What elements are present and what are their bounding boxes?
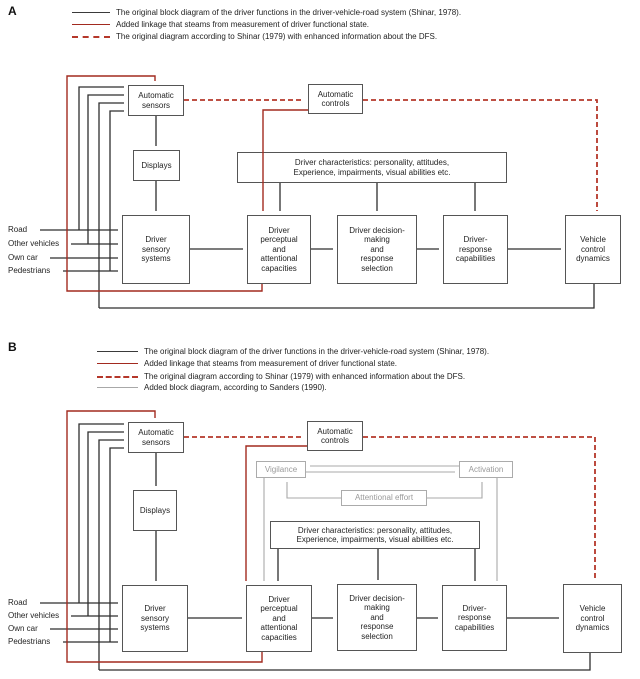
- legend-text: The original diagram according to Shinar…: [116, 32, 438, 41]
- box-displays-a: Displays: [133, 150, 180, 181]
- box-driver-sensory-systems-a: Driver sensory systems: [122, 215, 190, 284]
- panel-b-red-dashed-lines: [184, 436, 596, 580]
- box-driver-decision-a: Driver decision- making and response sel…: [337, 215, 417, 284]
- gray-attentional-effort-to-vigilance: [286, 482, 341, 499]
- arrow-own-car-to-automatic-sensors-b: [98, 439, 124, 670]
- box-displays-b: Displays: [133, 490, 177, 531]
- input-label-own-car-b: Own car: [8, 624, 38, 633]
- legend-line-red-icon: [97, 363, 138, 364]
- box-automatic-sensors-b: Automatic sensors: [128, 422, 184, 453]
- legend-row-b4: Added block diagram, according to Sander…: [97, 382, 327, 393]
- dashed-controls-to-vehicle-b: [363, 436, 596, 580]
- legend-text: The original diagram according to Shinar…: [144, 372, 466, 381]
- box-driver-decision-b: Driver decision- making and response sel…: [337, 584, 417, 651]
- box-automatic-sensors-a: Automatic sensors: [128, 85, 184, 116]
- legend-row-a2: Added linkage that steams from measureme…: [72, 19, 369, 30]
- box-automatic-controls-a: Automatic controls: [308, 84, 363, 114]
- feedback-vehicle-to-own-car-a: [99, 284, 595, 309]
- legend-text: Added linkage that steams from measureme…: [116, 20, 370, 29]
- input-label-other-vehicles-a: Other vehicles: [8, 239, 60, 248]
- box-vigilance-b: Vigilance: [256, 461, 306, 478]
- input-label-pedestrians-b: Pedestrians: [8, 637, 51, 646]
- box-driver-perceptual-a: Driver perceptual and attentional capaci…: [247, 215, 311, 284]
- legend-line-red-dashed-icon: [97, 375, 138, 378]
- input-label-pedestrians-a: Pedestrians: [8, 266, 51, 275]
- arrow-other-vehicles-to-automatic-sensors-b: [87, 431, 124, 616]
- feedback-vehicle-to-own-car-b: [99, 653, 591, 671]
- legend-row-a3: The original diagram according to Shinar…: [72, 31, 437, 42]
- legend-line-gray-icon: [97, 387, 138, 388]
- input-label-other-vehicles-b: Other vehicles: [8, 611, 60, 620]
- input-label-own-car-a: Own car: [8, 253, 38, 262]
- box-driver-perceptual-b: Driver perceptual and attentional capaci…: [246, 585, 312, 652]
- input-label-road-b: Road: [8, 598, 28, 607]
- box-driver-sensory-systems-b: Driver sensory systems: [122, 585, 188, 652]
- legend-line-red-dashed-icon: [72, 35, 110, 38]
- legend-row-b3: The original diagram according to Shinar…: [97, 371, 465, 382]
- box-attentional-effort-b: Attentional effort: [341, 490, 427, 506]
- arrow-road-to-automatic-sensors-b: [78, 423, 124, 603]
- arrow-own-car-to-automatic-sensors-a: [98, 102, 124, 308]
- arrow-other-vehicles-to-automatic-sensors-a: [87, 94, 124, 244]
- legend-row-b1: The original block diagram of the driver…: [97, 346, 489, 357]
- legend-text: Added linkage that steams from measureme…: [144, 359, 398, 368]
- box-activation-b: Activation: [459, 461, 513, 478]
- legend-line-black-icon: [72, 12, 110, 13]
- panel-a-label: A: [8, 4, 17, 18]
- arrow-road-to-automatic-sensors-a: [78, 86, 124, 230]
- box-driver-characteristics-b: Driver characteristics: personality, att…: [270, 521, 480, 549]
- box-driver-response-b: Driver- response capabilities: [442, 585, 507, 651]
- gray-attentional-effort-to-activation: [427, 482, 483, 499]
- box-automatic-controls-b: Automatic controls: [307, 421, 363, 451]
- legend-text: The original block diagram of the driver…: [116, 8, 462, 17]
- input-label-road-a: Road: [8, 225, 28, 234]
- legend-row-b2: Added linkage that steams from measureme…: [97, 358, 397, 369]
- panel-b-label: B: [8, 340, 17, 354]
- legend-row-a1: The original block diagram of the driver…: [72, 7, 461, 18]
- box-vehicle-control-a: Vehicle control dynamics: [565, 215, 621, 284]
- box-driver-response-a: Driver- response capabilities: [443, 215, 508, 284]
- box-vehicle-control-b: Vehicle control dynamics: [563, 584, 622, 653]
- legend-line-black-icon: [97, 351, 138, 352]
- legend-text: The original block diagram of the driver…: [144, 347, 490, 356]
- legend-line-red-icon: [72, 24, 110, 25]
- box-driver-characteristics-a: Driver characteristics: personality, att…: [237, 152, 507, 183]
- legend-text: Added block diagram, according to Sander…: [144, 383, 327, 392]
